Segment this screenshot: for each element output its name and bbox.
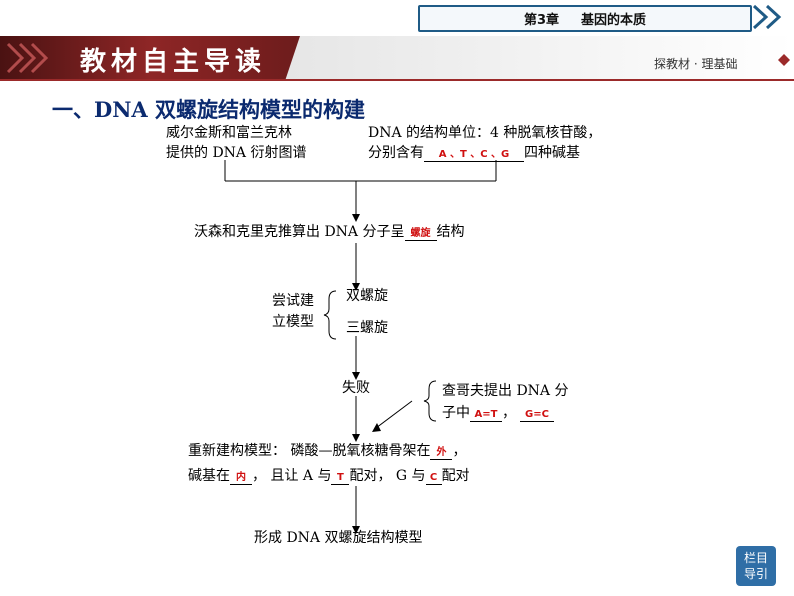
rebuild-line1: 重新建构模型： 磷酸—脱氧核糖骨架在外，	[188, 441, 466, 461]
try-option-double: 双螺旋	[346, 288, 388, 304]
rebuild-line1-pre: 重新建构模型： 磷酸—脱氧核糖骨架在	[188, 443, 431, 459]
answer-pair-t: T	[331, 472, 350, 485]
answer-a-t: A=T	[470, 409, 502, 422]
chapter-header: 第3章 基因的本质	[418, 5, 752, 32]
answer-inside: 内	[230, 472, 252, 485]
section-heading: 一、DNA 双螺旋结构模型的构建	[52, 97, 366, 122]
franklin-line1: 威尔金斯和富兰克林	[166, 125, 292, 141]
watson-crick-pre: 沃森和克里克推算出 DNA 分子呈	[194, 224, 405, 240]
answer-g-c: G=C	[520, 409, 554, 422]
unit-line2-pre: 分别含有	[368, 145, 424, 161]
chapter-title: 基因的本质	[581, 13, 647, 28]
banner-subtitle: 探教材 · 理基础	[654, 57, 738, 71]
final-model-label: 形成 DNA 双螺旋结构模型	[254, 530, 423, 546]
answer-pair-c: C	[425, 472, 442, 485]
chargaff-line1: 查哥夫提出 DNA 分	[442, 383, 569, 399]
fail-label: 失败	[342, 380, 370, 396]
watson-crick-post: 结构	[436, 224, 465, 240]
double-chevron-icon	[752, 4, 782, 30]
watson-crick-line: 沃森和克里克推算出 DNA 分子呈螺旋结构	[194, 222, 465, 242]
franklin-line2: 提供的 DNA 衍射图谱	[166, 145, 307, 161]
nav-line2: 导引	[743, 567, 768, 581]
try-option-triple: 三螺旋	[346, 320, 388, 336]
try-label-1: 尝试建	[272, 293, 314, 309]
chapter-prefix: 第3章	[523, 13, 560, 28]
section-banner	[0, 36, 794, 81]
chargaff-sep: ，	[502, 405, 516, 421]
section-banner-title: 教材自主导读	[80, 47, 267, 77]
rebuild-line2-d: 配对	[441, 468, 470, 484]
unit-line1: DNA 的结构单位：4 种脱氧核苷酸，	[368, 125, 602, 141]
rebuild-line2-a: 碱基在	[188, 468, 230, 484]
rebuild-line2-c: 配对， G 与	[349, 468, 426, 484]
nav-line1: 栏目	[743, 551, 768, 565]
section-nav-button[interactable]: 栏目 导引	[736, 546, 776, 586]
answer-bases: A 、T 、C 、G	[424, 149, 524, 162]
answer-outside: 外	[430, 447, 453, 460]
try-label-2: 立模型	[272, 314, 314, 330]
answer-helix: 螺旋	[404, 228, 437, 241]
rebuild-line2-b: ， 且让 A 与	[252, 468, 332, 484]
unit-line2-post: 四种碱基	[524, 145, 580, 161]
chargaff-line2-pre: 子中	[442, 405, 470, 421]
rebuild-line1-post: ，	[452, 443, 467, 459]
